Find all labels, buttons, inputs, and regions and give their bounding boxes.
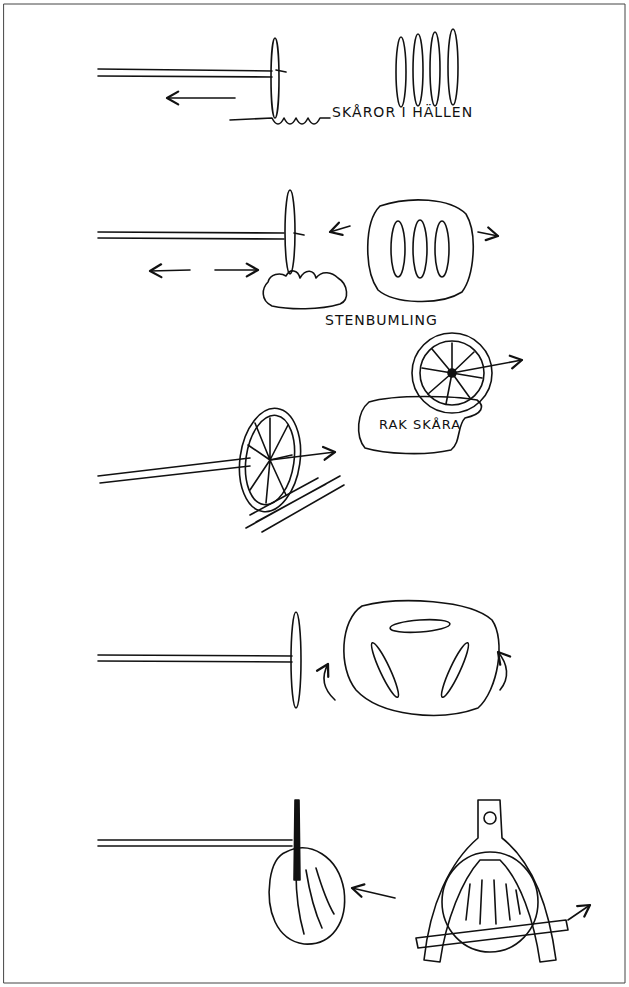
blade (294, 800, 300, 880)
groove (396, 37, 406, 107)
panel-rotating-stone (98, 601, 507, 716)
bar (416, 920, 568, 948)
groove (438, 641, 472, 700)
groove (435, 221, 449, 277)
arrow (150, 270, 190, 271)
groove (390, 618, 451, 634)
groove (448, 29, 458, 105)
panel-boulder (98, 190, 498, 309)
shaft (98, 840, 292, 846)
groove (368, 641, 402, 700)
arrow (270, 452, 335, 460)
stone-node: RAK SKÅRA (355, 392, 485, 456)
groove (391, 221, 405, 277)
arrow (167, 97, 235, 99)
pendulum-frame (424, 800, 556, 962)
stone (368, 200, 474, 302)
stone (442, 852, 538, 952)
shaft (98, 458, 250, 483)
grooves (296, 868, 334, 934)
label-text: SKÅROR I HÄLLEN (332, 104, 473, 120)
frame (4, 4, 625, 983)
arrow (452, 360, 522, 373)
disc (271, 38, 279, 118)
arrow (498, 652, 507, 690)
shaft-end (276, 70, 286, 72)
shaft (98, 232, 284, 239)
stone-boulder (263, 271, 346, 309)
groove (413, 34, 423, 106)
groove (430, 32, 440, 106)
disc (291, 612, 301, 708)
ground-grooves (230, 118, 330, 124)
panel-wheel (98, 333, 522, 532)
panel-pendulum (98, 800, 590, 962)
stone (344, 601, 499, 716)
arrow (330, 226, 350, 232)
arrow (568, 905, 590, 920)
label-text: STENBUMLING (325, 312, 438, 328)
arrow (478, 232, 498, 236)
groove (413, 220, 427, 278)
shaft (98, 655, 292, 662)
grooves (466, 880, 520, 924)
arrow (352, 888, 395, 898)
grooves (246, 476, 344, 532)
stone (269, 848, 344, 944)
arrow (324, 664, 335, 700)
node-text: RAK SKÅRA (355, 417, 485, 432)
arrow (215, 269, 258, 271)
pivot (484, 812, 496, 824)
shaft (98, 69, 272, 77)
disc (285, 190, 295, 274)
